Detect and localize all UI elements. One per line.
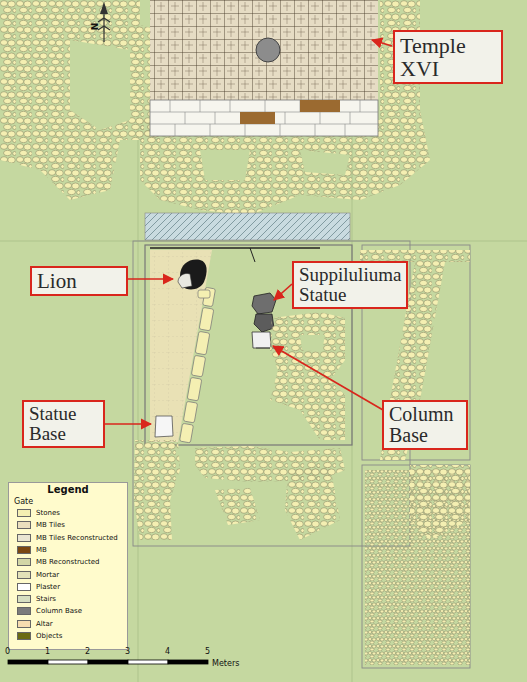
legend-text: Stairs (17, 594, 56, 605)
legend-entry: Stones (17, 508, 60, 519)
scale-number: 1 (45, 648, 50, 656)
statue-callout: Suppiluliuma Statue (292, 261, 408, 309)
legend-entry: Mortar (17, 570, 59, 581)
legend-panel: StonesMB Tiles MB Tiles ReconstructedMBMB… (8, 482, 128, 650)
legend-text: Altar (17, 619, 53, 630)
callout-text: Temple XVI (400, 34, 496, 80)
scale-number: 4 (165, 648, 170, 656)
scale-unit: Meters (212, 660, 239, 668)
statue-base-callout: Statue Base (22, 400, 105, 448)
legend-entry: MB Reconstructed (17, 557, 100, 568)
scale-number: 2 (85, 648, 90, 656)
lion-callout: Lion (30, 266, 128, 296)
legend-swatch (17, 521, 31, 529)
callout-text: Lion (37, 270, 121, 292)
legend-swatch (17, 571, 31, 579)
legend-text: MB Tiles (17, 520, 65, 531)
legend-text: Column Base (17, 606, 82, 617)
legend-swatch (17, 632, 31, 640)
callout-text: Statue Base (29, 404, 98, 444)
column-base-callout: Column Base (382, 400, 468, 450)
legend-swatch (17, 509, 31, 517)
north-label: N (91, 23, 100, 31)
temple-callout: Temple XVI (393, 30, 503, 84)
legend-swatch (17, 607, 31, 615)
callout-text: Suppiluliuma Statue (299, 265, 401, 305)
legend-swatch (17, 546, 31, 554)
legend-text: Mortar (17, 570, 59, 581)
legend-swatch (17, 583, 31, 591)
legend-entry: Plaster (17, 582, 60, 593)
legend-swatch (17, 534, 31, 542)
legend-entry: Altar (17, 619, 53, 630)
legend-group: Gate (14, 498, 33, 506)
legend-swatch (17, 558, 31, 566)
legend-text: MB Reconstructed (17, 557, 100, 568)
legend-text: Plaster (17, 582, 60, 593)
legend-swatch (17, 620, 31, 628)
legend-entry: MB (17, 545, 47, 556)
scale-number: 5 (205, 648, 210, 656)
legend-entry: MB Tiles Reconstructed (17, 533, 118, 544)
callout-text: Column Base (389, 404, 461, 446)
legend-text: Objects (17, 631, 62, 642)
legend-title: Legend (8, 485, 128, 495)
legend-text: MB (17, 545, 47, 556)
legend-text: Stones (17, 508, 60, 519)
scale-number: 3 (125, 648, 130, 656)
legend-swatch (17, 595, 31, 603)
scale-number: 0 (5, 648, 10, 656)
legend-entry: Column Base (17, 606, 82, 617)
legend-entry: Stairs (17, 594, 56, 605)
legend-text: MB Tiles Reconstructed (17, 533, 118, 544)
legend-entry: Objects (17, 631, 62, 642)
legend-entry: MB Tiles (17, 520, 65, 531)
